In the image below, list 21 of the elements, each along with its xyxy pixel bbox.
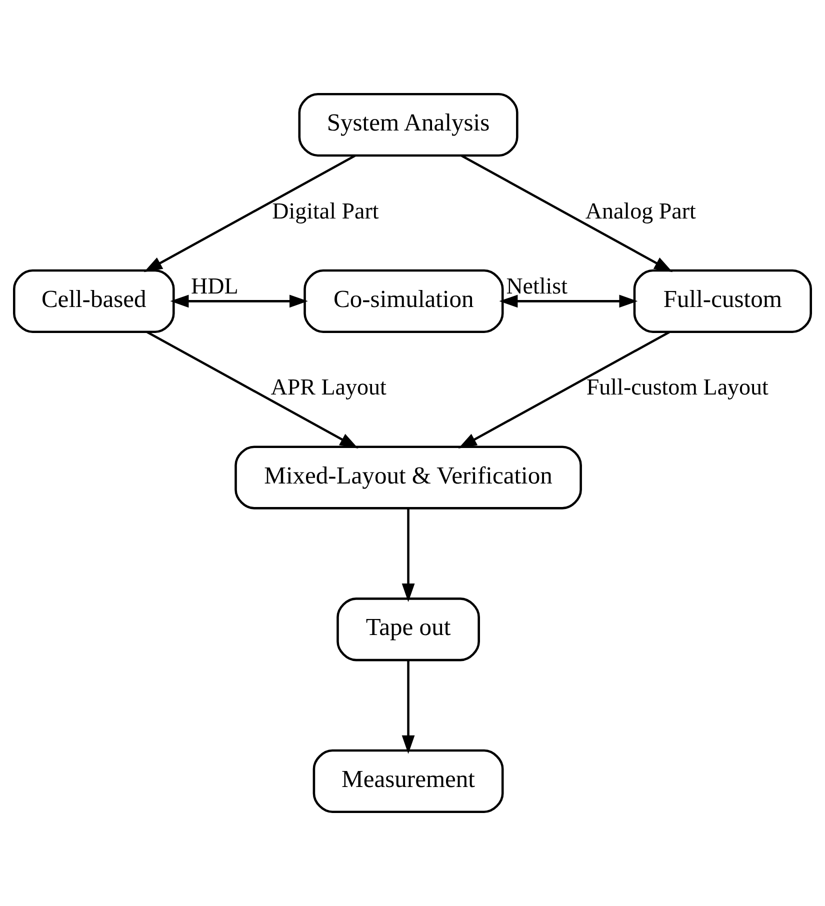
node-box: Full-custom xyxy=(633,269,812,333)
edge-label: Netlist xyxy=(506,274,568,299)
edge-label: Full-custom Layout xyxy=(586,374,768,400)
arrow xyxy=(144,154,356,272)
node-box: Tape out xyxy=(336,598,480,662)
node-box: Measurement xyxy=(312,749,504,814)
arrow xyxy=(402,660,415,754)
node-box: Cell-based xyxy=(13,269,175,333)
arrow xyxy=(146,331,358,448)
arrow xyxy=(461,154,673,272)
arrow xyxy=(458,331,670,448)
edge-label: APR Layout xyxy=(270,374,386,400)
arrow xyxy=(170,294,308,308)
node-box: Mixed-Layout & Verification xyxy=(234,446,582,510)
edge-label: HDL xyxy=(190,274,238,299)
arrow xyxy=(402,508,415,602)
node-box: Co-simulation xyxy=(304,269,504,333)
edge-label: Digital Part xyxy=(272,198,379,224)
edge-label: Analog Part xyxy=(585,198,696,224)
node-box: System Analysis xyxy=(298,92,518,157)
arrow xyxy=(499,294,638,308)
